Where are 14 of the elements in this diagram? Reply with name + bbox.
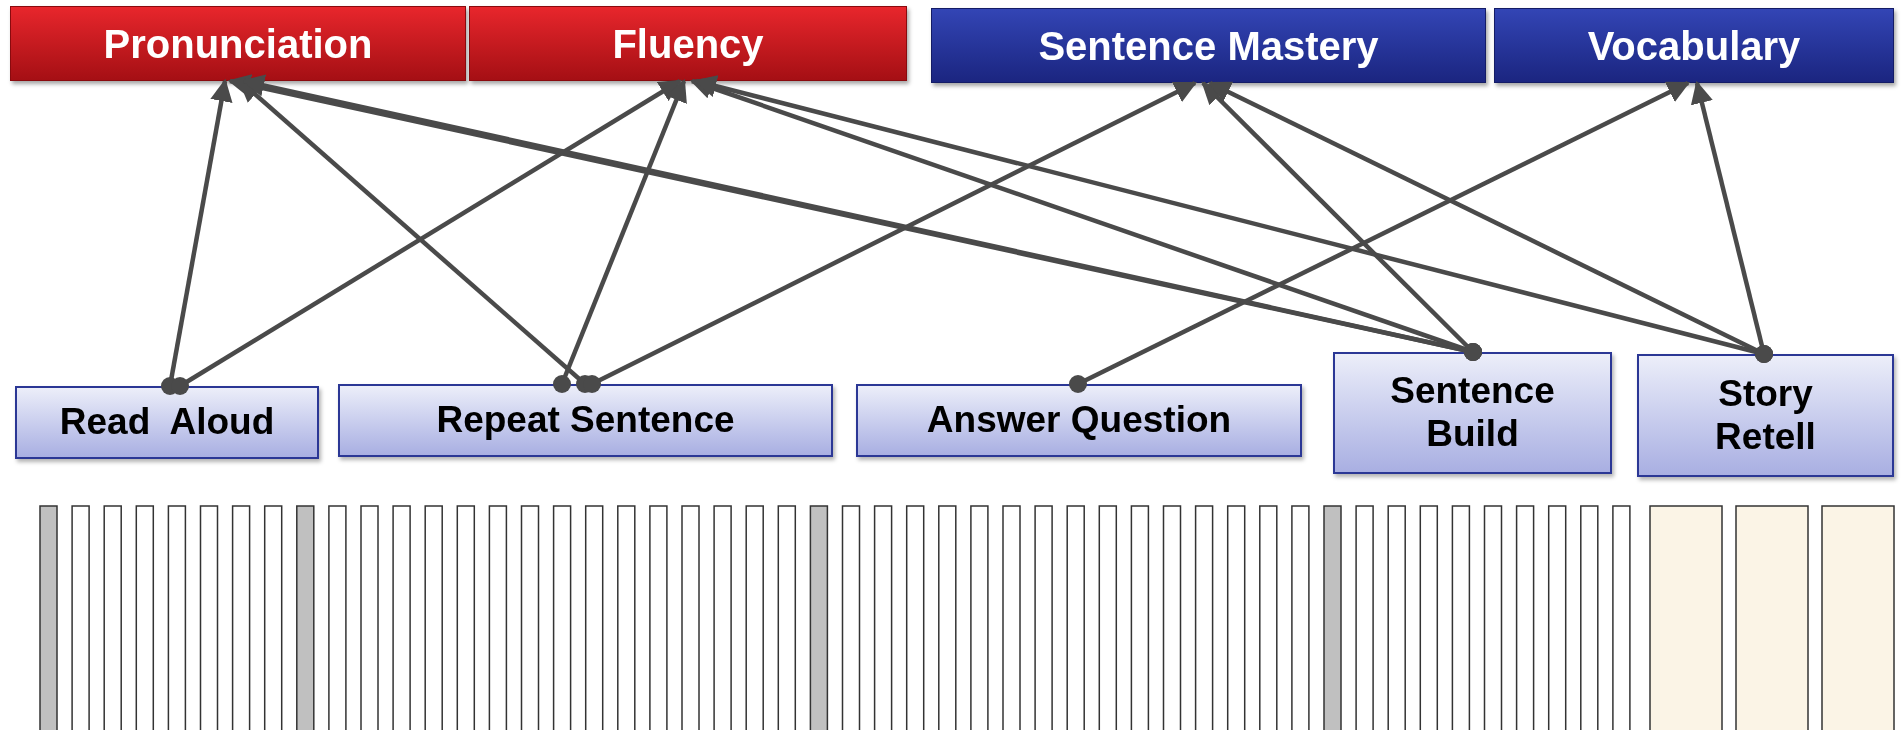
category-header: Fluency (469, 6, 907, 81)
arrow (553, 78, 687, 393)
task-box: Answer Question (856, 384, 1302, 457)
task-box: Sentence Build (1333, 352, 1612, 474)
task-box: Repeat Sentence (338, 384, 833, 457)
category-header: Sentence Mastery (931, 8, 1486, 83)
arrow (1201, 81, 1482, 361)
arrow (161, 78, 233, 395)
task-box: Story Retell (1637, 354, 1894, 477)
arrow (1690, 80, 1773, 363)
task-box: Read Aloud (15, 386, 319, 459)
category-header: Vocabulary (1494, 8, 1894, 83)
category-header: Pronunciation (10, 6, 466, 81)
arrow (1069, 81, 1690, 393)
